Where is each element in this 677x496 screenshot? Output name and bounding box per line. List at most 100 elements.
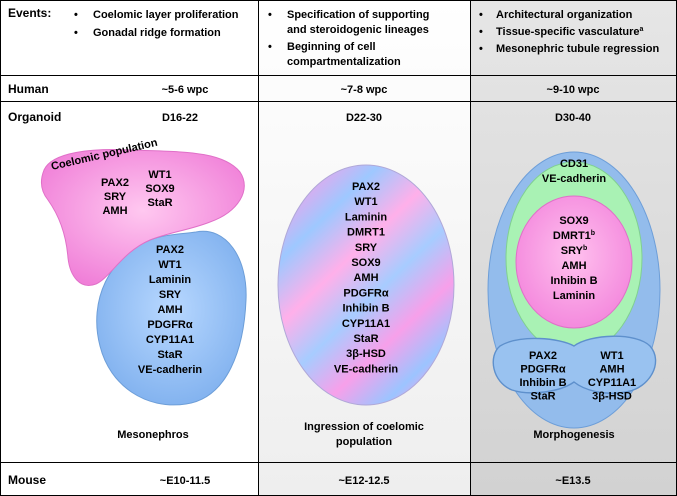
event-item: Beginning of cell: [287, 41, 376, 53]
mouse-stage-2: ~E12-12.5: [338, 475, 389, 487]
organoid-marker: PDGFRα: [343, 287, 389, 299]
footnote-mark: a: [639, 26, 643, 33]
core-marker-text: Laminin: [553, 290, 595, 302]
human-stage-3: ~9-10 wpc: [547, 84, 600, 96]
events-column-2: • Specification of supporting and steroi…: [268, 9, 429, 68]
organoid-marker: CYP11A1: [342, 318, 390, 330]
core-marker-text: SRY: [561, 245, 584, 257]
event-item-continuation: compartmentalization: [287, 56, 401, 68]
event-item: Specification of supporting: [287, 9, 429, 21]
organoid-day-3: D30-40: [555, 112, 591, 124]
organoid-marker: PAX2: [352, 181, 380, 193]
coelomic-marker: PAX2: [101, 177, 129, 189]
organoid-marker: Inhibin B: [342, 303, 389, 315]
organoid-marker: SOX9: [351, 257, 380, 269]
core-marker: SOX9: [559, 215, 588, 227]
organoid-marker: 3β-HSD: [346, 348, 386, 360]
caption-1: Mesonephros: [117, 429, 189, 441]
mesonephros-marker: VE-cadherin: [138, 364, 202, 376]
footnote-mark: b: [583, 245, 587, 252]
vascular-marker: CD31: [560, 158, 588, 170]
organoid-marker: SRY: [355, 242, 378, 254]
morphogenesis-organoid: CD31 VE-cadherin SOX9DMRT1bSRYbAMHInhibi…: [487, 151, 661, 429]
events-column-3: • Architectural organization • Tissue-sp…: [479, 9, 659, 55]
interstitial-marker: CYP11A1: [588, 377, 636, 389]
events-column-1: • Coelomic layer proliferation • Gonadal…: [74, 9, 239, 39]
bullet-icon: •: [268, 9, 272, 21]
caption-2-line-2: population: [336, 436, 392, 448]
bullet-icon: •: [74, 9, 78, 21]
event-item: Tissue-specific vasculaturea: [496, 26, 643, 38]
mesonephros-marker: AMH: [157, 304, 182, 316]
mesonephric-tubule-outline: [492, 335, 657, 394]
mesonephros-marker: StaR: [157, 349, 182, 361]
core-marker-text: AMH: [561, 260, 586, 272]
event-item: Mesonephric tubule regression: [496, 43, 659, 55]
bullet-icon: •: [479, 43, 483, 55]
organoid-day-1: D16-22: [162, 112, 198, 124]
event-item: Gonadal ridge formation: [93, 27, 221, 39]
core-marker: SRYb: [561, 245, 588, 257]
mesonephros-marker: PDGFRα: [147, 319, 193, 331]
organoid-marker: StaR: [353, 333, 378, 345]
bullet-icon: •: [268, 41, 272, 53]
organoid-marker: VE-cadherin: [334, 363, 398, 375]
core-marker: Laminin: [553, 290, 595, 302]
footnote-mark: b: [591, 230, 595, 237]
core-marker: Inhibin B: [550, 275, 597, 287]
vascular-marker: VE-cadherin: [542, 173, 606, 185]
interstitial-marker: PDGFRα: [520, 364, 566, 376]
organoid-ellipse: [277, 164, 455, 406]
core-marker: DMRT1b: [553, 230, 595, 242]
core-marker-text: SOX9: [559, 215, 588, 227]
mouse-stage-1: ~E10-11.5: [160, 475, 210, 487]
events-label: Events:: [8, 6, 51, 20]
coelomic-blob: [40, 149, 245, 286]
interstitial-marker: 3β-HSD: [592, 391, 632, 403]
human-stage-2: ~7-8 wpc: [341, 84, 388, 96]
human-stage-1: ~5-6 wpc: [162, 84, 209, 96]
organoid-day-2: D22-30: [346, 112, 382, 124]
bullet-icon: •: [479, 26, 483, 38]
event-text: Tissue-specific vasculature: [496, 26, 639, 38]
core-marker-text: DMRT1: [553, 230, 591, 242]
mouse-label: Mouse: [8, 473, 46, 487]
organoid-label: Organoid: [8, 110, 61, 124]
interstitial-marker: PAX2: [529, 350, 557, 362]
mesonephros-marker: PAX2: [156, 244, 184, 256]
sex-cord-core: [515, 195, 633, 329]
mesonephros-marker: WT1: [158, 259, 181, 271]
event-item: Coelomic layer proliferation: [93, 9, 239, 21]
coelomic-marker: WT1: [148, 169, 171, 181]
interstitial-marker: Inhibin B: [519, 377, 566, 389]
organoid-marker: Laminin: [345, 211, 387, 223]
caption-3: Morphogenesis: [533, 429, 614, 441]
core-marker-text: Inhibin B: [550, 275, 597, 287]
mesonephros-marker: CYP11A1: [146, 334, 194, 346]
organoid-marker: WT1: [354, 196, 377, 208]
interstitial-marker: StaR: [530, 391, 555, 403]
interstitial-marker: WT1: [600, 350, 623, 362]
event-item-continuation: and steroidogenic lineages: [287, 24, 429, 36]
coelomic-marker: AMH: [102, 205, 127, 217]
event-item: Architectural organization: [496, 9, 633, 21]
bullet-icon: •: [479, 9, 483, 21]
mesonephros-marker: SRY: [159, 289, 182, 301]
human-label: Human: [8, 82, 49, 96]
organoid-marker: DMRT1: [347, 227, 385, 239]
mesonephros-marker: Laminin: [149, 274, 191, 286]
mouse-stage-3: ~E13.5: [555, 475, 590, 487]
organoid-marker: AMH: [353, 272, 378, 284]
coelomic-marker: SOX9: [145, 183, 174, 195]
